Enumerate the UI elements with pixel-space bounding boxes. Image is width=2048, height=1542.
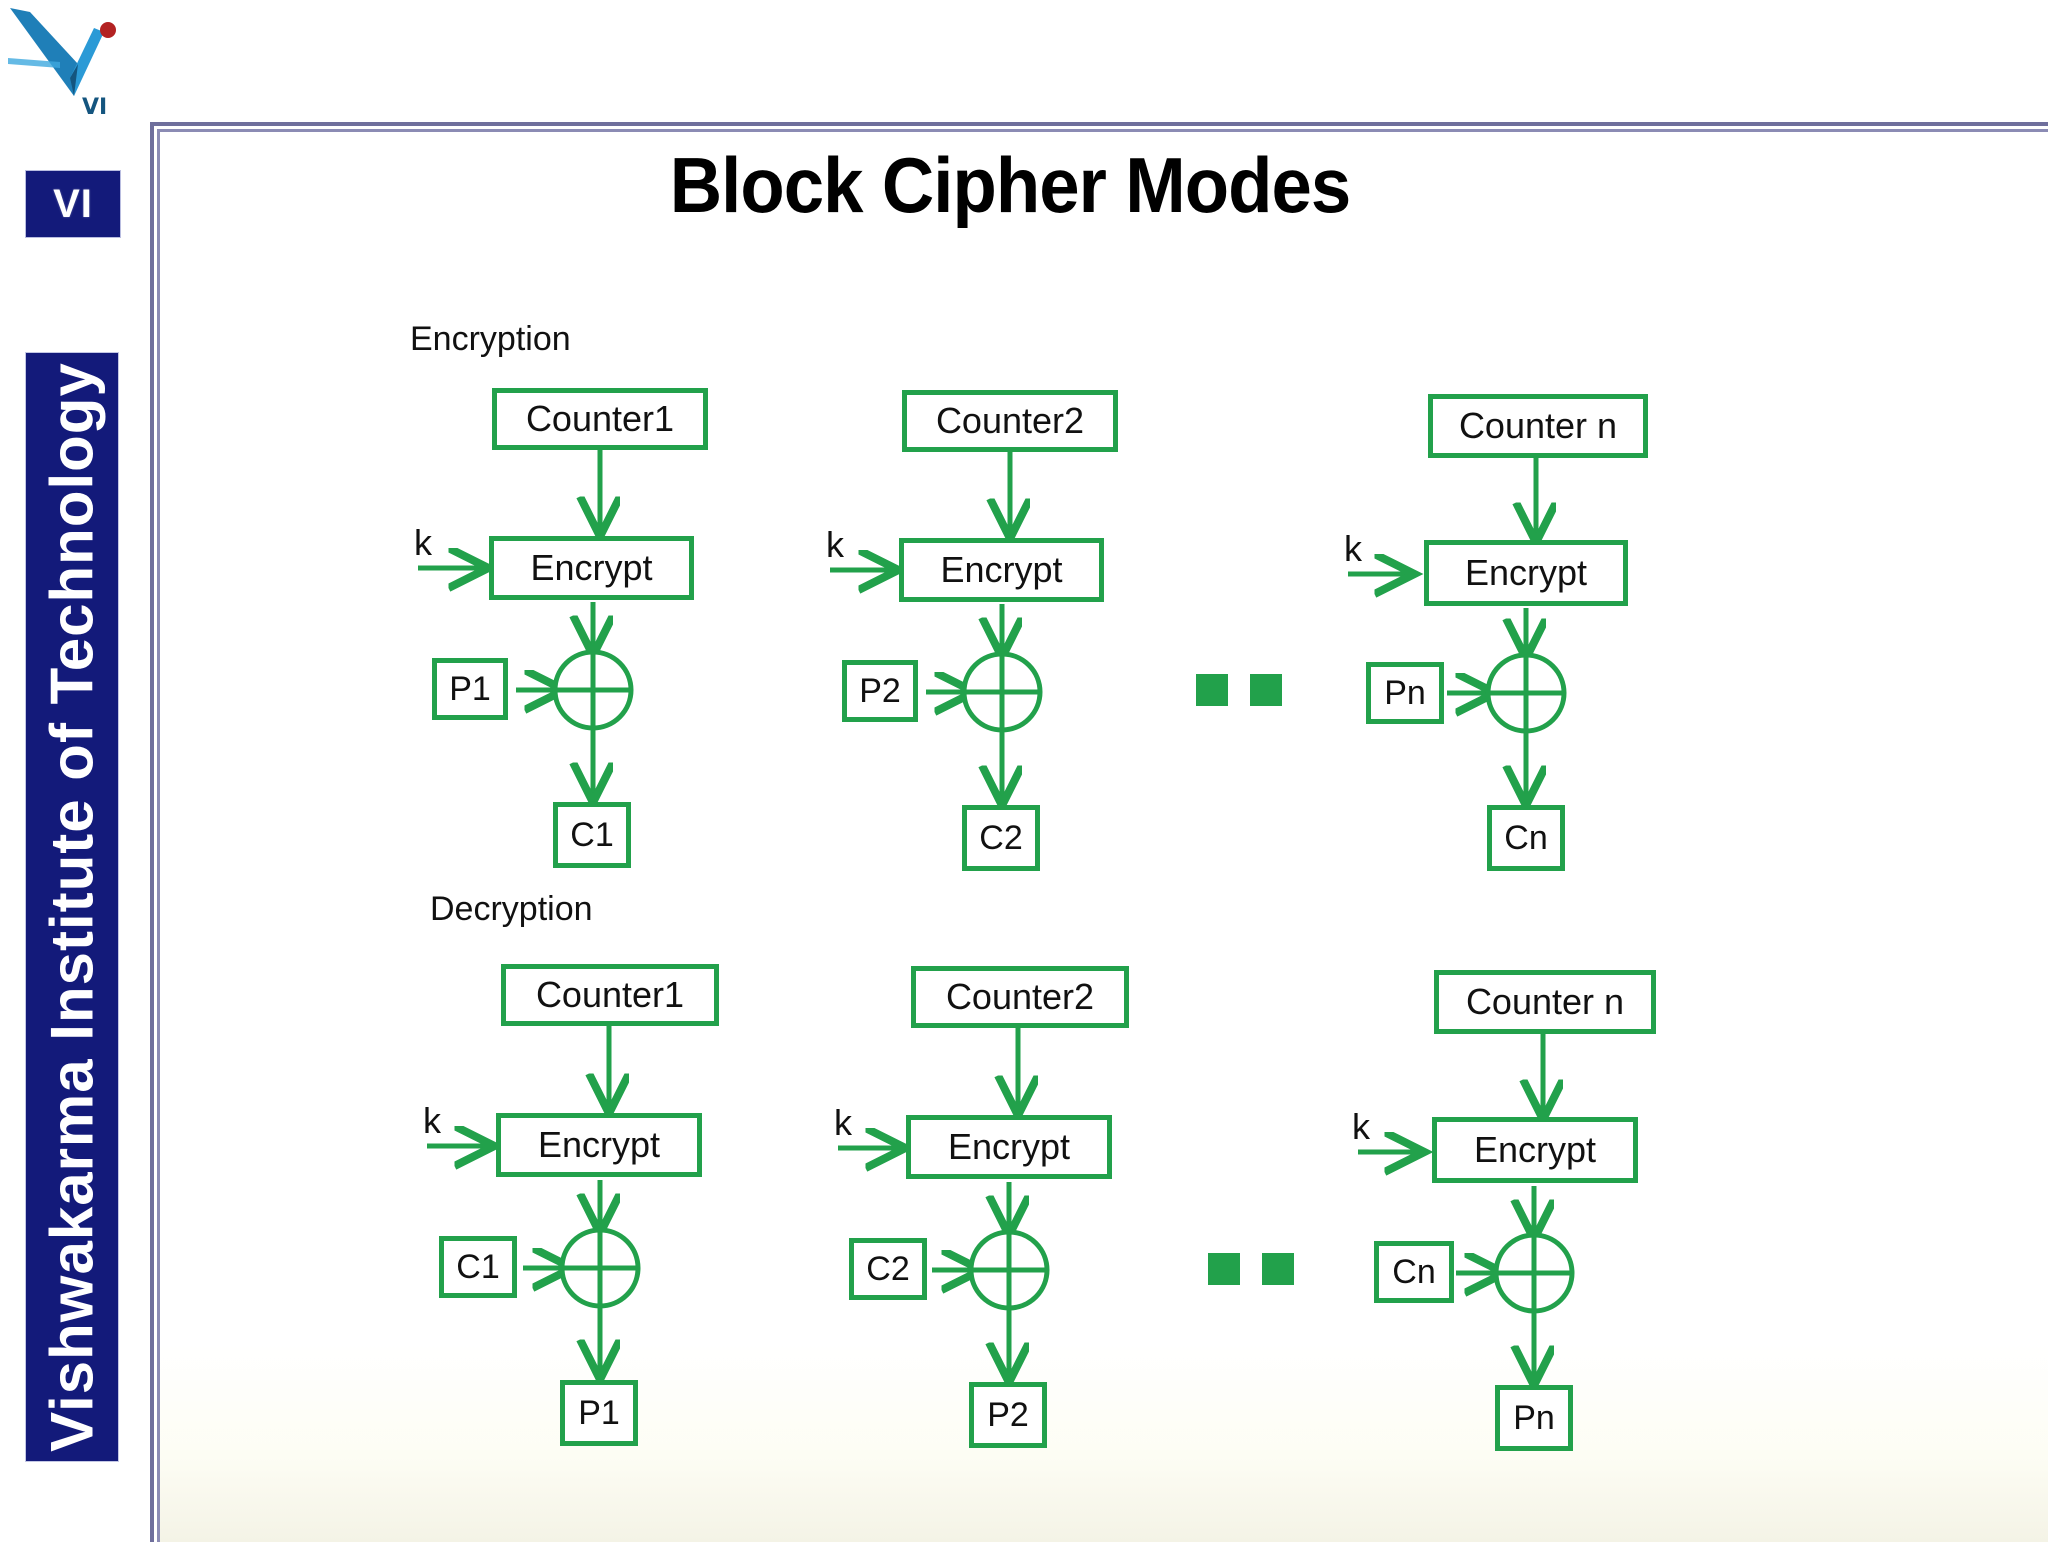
encryption-key-label-2: k (826, 524, 844, 565)
decryption-ellipsis-dots (1208, 1253, 1294, 1285)
decryption-plaintext-n: Pn (1495, 1385, 1573, 1451)
encryption-plaintext-1: P1 (432, 658, 508, 720)
encryption-encrypt-2: Encrypt (899, 538, 1104, 602)
encryption-encrypt-n: Encrypt (1424, 540, 1628, 606)
decryption-key-label-n: k (1352, 1106, 1370, 1147)
encryption-plaintext-2: P2 (842, 660, 918, 722)
decryption-counter-1: Counter1 (501, 964, 719, 1026)
decryption-counter-n: Counter n (1434, 970, 1656, 1034)
page-title: Block Cipher Modes (669, 141, 1352, 229)
decryption-counter-2: Counter2 (911, 966, 1129, 1028)
vi-badge-label: VI (53, 181, 93, 226)
encryption-counter-1: Counter1 (492, 388, 708, 450)
decryption-encrypt-2: Encrypt (906, 1115, 1112, 1179)
svg-text:VI: VI (82, 95, 107, 120)
decryption-encrypt-n: Encrypt (1432, 1117, 1638, 1183)
decryption-plaintext-1: P1 (560, 1380, 638, 1446)
encryption-ellipsis-dots (1196, 674, 1282, 706)
encryption-ciphertext-2: C2 (962, 805, 1040, 871)
encryption-counter-n: Counter n (1428, 394, 1648, 458)
decryption-key-label-1: k (423, 1100, 441, 1141)
encryption-ciphertext-n: Cn (1487, 805, 1565, 871)
encryption-plaintext-n: Pn (1366, 662, 1444, 724)
encryption-counter-2: Counter2 (902, 390, 1118, 452)
decryption-ciphertext-1: C1 (439, 1236, 517, 1298)
encryption-ciphertext-1: C1 (553, 802, 631, 868)
institute-name-rail: Vishwakarma Institute of Technology (25, 352, 119, 1462)
decryption-key-label-2: k (834, 1102, 852, 1143)
section-label-encryption: Encryption (410, 320, 571, 358)
vi-badge: VI (25, 170, 121, 238)
encryption-encrypt-1: Encrypt (489, 536, 694, 600)
decryption-ciphertext-2: C2 (849, 1238, 927, 1300)
section-label-decryption: Decryption (430, 890, 593, 928)
encryption-key-label-1: k (414, 522, 432, 563)
decryption-ciphertext-n: Cn (1374, 1241, 1454, 1303)
decryption-plaintext-2: P2 (969, 1382, 1047, 1448)
encryption-key-label-n: k (1344, 528, 1362, 569)
vit-checkmark-logo-icon: VI (8, 2, 136, 122)
slide-frame (150, 122, 2048, 1542)
decryption-encrypt-1: Encrypt (496, 1113, 702, 1177)
